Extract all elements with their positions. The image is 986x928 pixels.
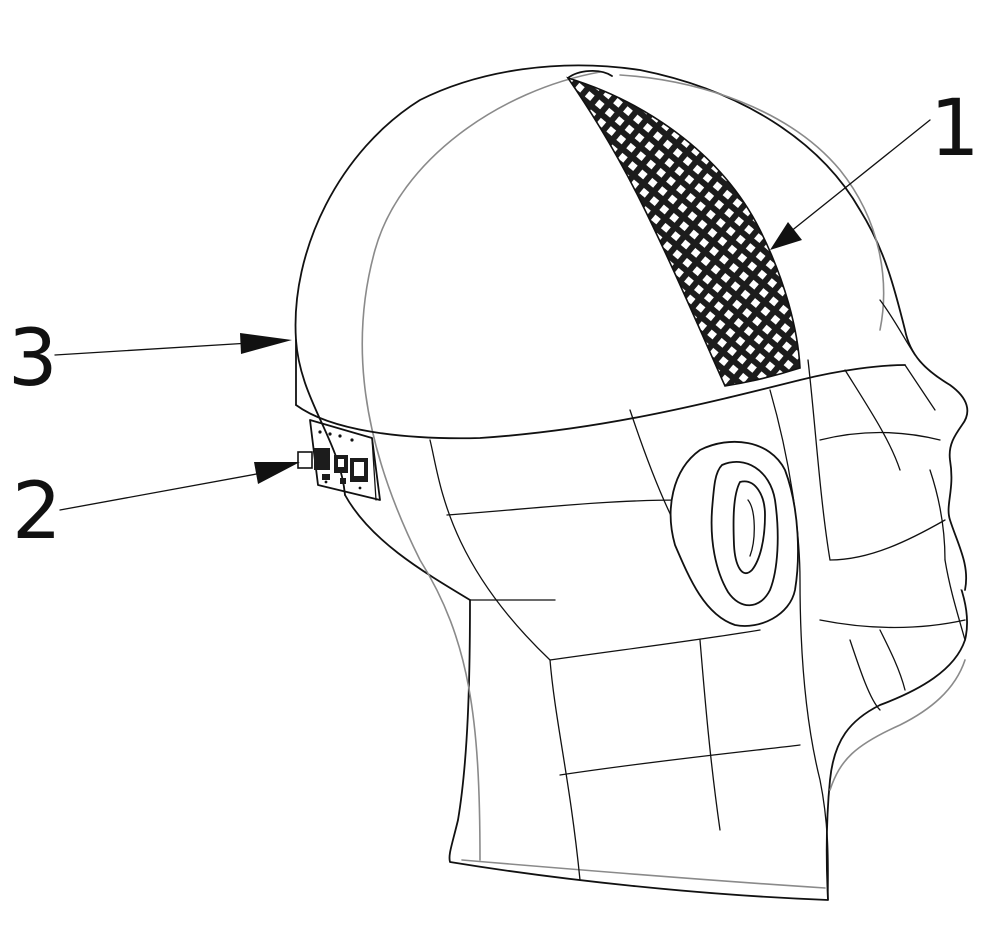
arrowhead-1: [770, 222, 802, 250]
hidden-contour-back: [361, 71, 601, 861]
head-surface-panels: [429, 299, 966, 901]
leader-1: [779, 119, 931, 241]
callout-3: 3: [8, 314, 58, 404]
arrowhead-2: [254, 462, 300, 484]
callout-2: 2: [12, 467, 62, 557]
leader-2: [59, 472, 263, 511]
circuit-board: [297, 419, 381, 501]
cap-band-edge: [295, 364, 906, 440]
arrowhead-3: [240, 333, 292, 354]
neck-back-line: [344, 494, 471, 601]
callout-1: 1: [930, 84, 980, 174]
leader-3: [54, 342, 251, 356]
ear: [669, 440, 799, 627]
hidden-contour-base: [461, 859, 826, 889]
skull-outline: [294, 64, 969, 591]
hidden-contour-neck: [829, 659, 966, 791]
hidden-contour-front: [619, 74, 885, 331]
neck-outline: [448, 584, 968, 901]
leader-lines: [54, 119, 931, 511]
mannequin-head: [294, 64, 969, 901]
mesh-electrode-strip: [566, 76, 801, 387]
mesh-top-cap: [567, 70, 613, 79]
